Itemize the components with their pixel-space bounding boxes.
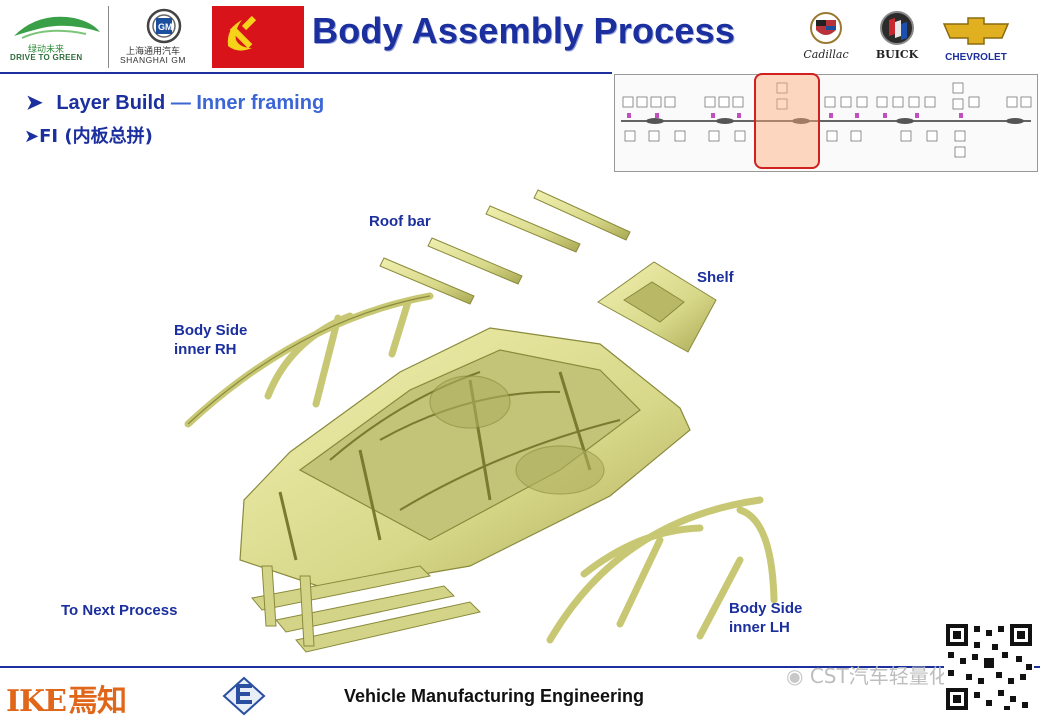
watermark-text: CST汽车轻量化 (809, 664, 949, 688)
header-divider (108, 6, 109, 68)
label-body-side-rh: Body Side inner RH (174, 321, 247, 359)
buick-logo: BUICK (862, 10, 932, 66)
hammer-sickle-icon (227, 15, 257, 51)
arrow-bullet-icon: ➤ (26, 92, 43, 114)
label-roof-bar: Roof bar (369, 213, 431, 230)
bullet2-text: FI (内板总拼) (39, 126, 153, 147)
drive-to-green-logo: 绿动未来 DRIVE TO GREEN (8, 8, 104, 64)
bullet-layer-build: ➤ Layer Build — Inner framing (26, 90, 324, 115)
engineering-emblem-icon (222, 676, 266, 716)
shelf-part (597, 261, 717, 353)
brand-chevrolet-label: CHEVROLET (945, 52, 1007, 63)
brand-buick-label: BUICK (875, 48, 919, 61)
svg-text:GM: GM (158, 22, 173, 32)
ike-logo: IKE焉知 (6, 676, 127, 720)
logo-drive-cn: 绿动未来 (28, 45, 65, 55)
wechat-icon: ◉ (786, 664, 804, 688)
shanghai-gm-logo: GM 上海通用汽车 SHANGHAI GM (118, 8, 210, 66)
label-bs-lh-line1: Body Side (729, 600, 803, 617)
label-bs-lh-line2: inner LH (729, 619, 790, 636)
gm-emblem-icon: GM (146, 8, 182, 44)
bullet1-sep: — (170, 92, 191, 114)
arrow-bullet-icon: ➤ (24, 126, 40, 147)
process-flow-thumbnail (614, 73, 1038, 172)
logo-sgm-en: SHANGHAI GM (120, 55, 186, 65)
engineering-logo (222, 676, 266, 716)
party-flag-image (212, 6, 304, 68)
footer-department: Vehicle Manufacturing Engineering (344, 686, 645, 706)
chevrolet-logo: CHEVROLET (940, 14, 1012, 66)
wechat-watermark: ◉ CST汽车轻量化 (786, 660, 949, 689)
bullet-fi: ➤FI (内板总拼) (24, 122, 153, 148)
label-body-side-lh: Body Side inner LH (729, 599, 802, 637)
bullet1-light: Inner framing (196, 92, 325, 114)
bullet1-bold: Layer Build (56, 92, 166, 114)
qr-code-icon (944, 622, 1034, 712)
ike-logo-text: IKE (6, 684, 67, 719)
roof-bar-parts (379, 189, 631, 305)
cadillac-logo: Cadillac (796, 10, 856, 66)
ike-logo-cn: 焉知 (67, 684, 127, 719)
logo-drive-en: DRIVE TO GREEN (10, 53, 83, 62)
footer-rule (0, 666, 1040, 668)
label-to-next-process: To Next Process (61, 602, 178, 619)
fixture-frame (251, 565, 481, 653)
logo-sgm-cn: 上海通用汽车 (126, 47, 181, 57)
current-station-highlight (754, 73, 820, 169)
chevy-bowtie-icon (942, 17, 1010, 45)
label-shelf: Shelf (697, 269, 734, 286)
label-bs-rh-line2: inner RH (174, 341, 237, 358)
page-title: Body Assembly Process (312, 10, 736, 51)
body-in-white (239, 327, 691, 591)
label-bs-rh-line1: Body Side (174, 322, 248, 339)
cadillac-crest-icon (810, 12, 842, 44)
body-side-lh-part (546, 496, 778, 644)
process-flow-diagram (621, 82, 1032, 158)
green-car-icon (14, 16, 100, 39)
header-rule (0, 72, 612, 74)
qr-code (944, 622, 1034, 712)
buick-shield-icon (880, 11, 914, 45)
brand-cadillac-label: Cadillac (803, 48, 849, 61)
